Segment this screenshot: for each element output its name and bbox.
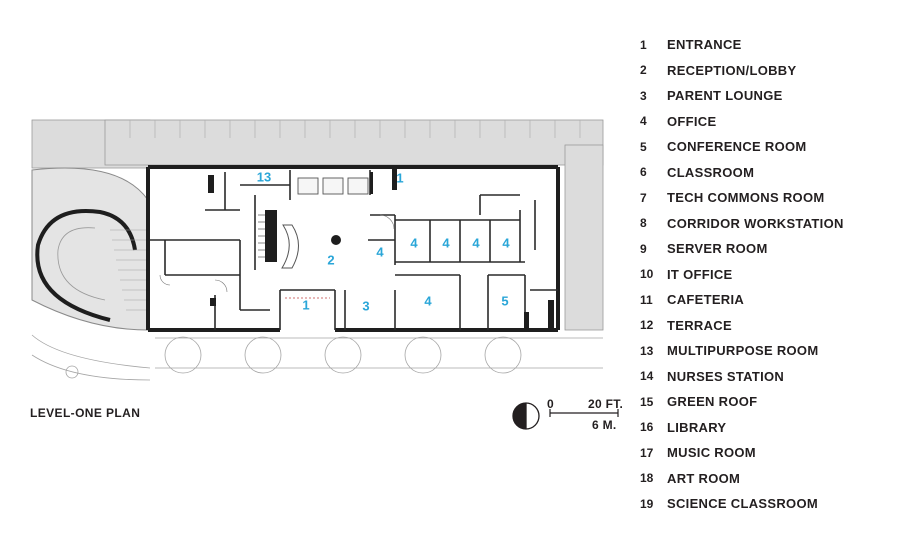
neighbor-building-right <box>564 144 604 331</box>
room-label-entrance-bottom: 1 <box>302 297 309 312</box>
legend-label: RECEPTION/LOBBY <box>667 62 797 78</box>
legend-label: CAFETERIA <box>667 292 745 308</box>
legend-label: TECH COMMONS ROOM <box>667 190 825 206</box>
room-label-office-e: 4 <box>502 235 510 250</box>
floor-plan: 13 1 2 4 4 4 4 4 4 1 3 5 LEVEL-ONE PLAN … <box>30 119 623 432</box>
lobby-column <box>331 235 341 245</box>
legend-number: 17 <box>640 445 654 460</box>
legend-number: 18 <box>640 471 654 486</box>
legend-number: 14 <box>640 369 654 384</box>
curved-inner-line <box>57 227 106 301</box>
legend-label: MULTIPURPOSE ROOM <box>667 343 819 359</box>
room-label-parent-lounge: 3 <box>362 298 369 313</box>
legend: 1 ENTRANCE 2 RECEPTION/LOBBY 3 PARENT LOUNGE 4… <box>640 32 890 517</box>
legend-item: 6 CLASSROOM <box>640 160 890 186</box>
legend-item: 4 OFFICE <box>640 109 890 135</box>
scale-feet: 20 FT. <box>588 397 624 411</box>
legend-number: 8 <box>640 216 647 231</box>
room-label-office-d: 4 <box>472 235 480 250</box>
room-label-office-b: 4 <box>410 235 418 250</box>
legend-number: 1 <box>640 37 647 52</box>
legend-item: 1 ENTRANCE <box>640 32 890 58</box>
legend-label: OFFICE <box>667 113 717 129</box>
room-label-office-f: 4 <box>424 293 432 308</box>
legend-number: 16 <box>640 420 654 435</box>
legend-number: 19 <box>640 496 654 511</box>
room-label-entrance-top: 1 <box>396 170 403 185</box>
legend-item: 15 GREEN ROOF <box>640 389 890 415</box>
scale-zero: 0 <box>547 397 554 411</box>
curved-structure <box>31 167 149 331</box>
fixtures <box>297 177 369 195</box>
room-labels: 13 1 2 4 4 4 4 4 4 1 3 5 <box>257 169 511 313</box>
legend-label: ENTRANCE <box>667 37 742 53</box>
legend-item: 10 IT OFFICE <box>640 262 890 288</box>
reception-desk <box>281 224 299 269</box>
legend-number: 5 <box>640 139 647 154</box>
legend-label: ART ROOM <box>667 470 741 486</box>
wall-blocks <box>208 168 554 330</box>
legend-number: 6 <box>640 165 647 180</box>
legend-label: CONFERENCE ROOM <box>667 139 807 155</box>
legend-label: TERRACE <box>667 317 732 333</box>
stair-lines <box>258 214 265 258</box>
legend-number: 15 <box>640 394 654 409</box>
legend-label: LIBRARY <box>667 419 727 435</box>
legend-item: 18 ART ROOM <box>640 466 890 492</box>
room-label-office-a: 4 <box>376 244 384 259</box>
exterior-walls <box>146 165 560 332</box>
legend-item: 19 SCIENCE CLASSROOM <box>640 491 890 517</box>
legend-item: 12 TERRACE <box>640 313 890 339</box>
legend-label: NURSES STATION <box>667 368 785 384</box>
door-swings <box>159 214 395 293</box>
interior-walls <box>150 170 558 330</box>
legend-item: 5 CONFERENCE ROOM <box>640 134 890 160</box>
scale-meters: 6 M. <box>592 418 617 432</box>
legend-item: 8 CORRIDOR WORKSTATION <box>640 211 890 237</box>
street <box>31 334 603 381</box>
legend-number: 12 <box>640 318 654 333</box>
legend-number: 9 <box>640 241 647 256</box>
legend-item: 17 MUSIC ROOM <box>640 440 890 466</box>
legend-item: 3 PARENT LOUNGE <box>640 83 890 109</box>
legend-label: IT OFFICE <box>667 266 733 282</box>
legend-number: 3 <box>640 88 647 103</box>
room-label-multipurpose: 13 <box>257 169 271 184</box>
legend-item: 9 SERVER ROOM <box>640 236 890 262</box>
legend-item: 16 LIBRARY <box>640 415 890 441</box>
scale-bar: 0 20 FT. 6 M. <box>510 396 630 436</box>
legend-item: 13 MULTIPURPOSE ROOM <box>640 338 890 364</box>
legend-item: 7 TECH COMMONS ROOM <box>640 185 890 211</box>
legend-label: CLASSROOM <box>667 164 755 180</box>
legend-number: 11 <box>640 292 653 307</box>
room-label-office-c: 4 <box>442 235 450 250</box>
room-label-lobby: 2 <box>327 252 334 267</box>
legend-item: 11 CAFETERIA <box>640 287 890 313</box>
plan-title: LEVEL-ONE PLAN <box>30 406 141 420</box>
floor-plan-drawing: 13 1 2 4 4 4 4 4 4 1 3 5 <box>31 119 604 381</box>
legend-label: GREEN ROOF <box>667 394 758 410</box>
neighbor-building-top <box>104 119 604 166</box>
legend-label: SCIENCE CLASSROOM <box>667 496 819 512</box>
legend-label: MUSIC ROOM <box>667 445 756 461</box>
legend-number: 2 <box>640 63 647 78</box>
north-arrow-and-bar <box>512 402 619 430</box>
legend-number: 4 <box>640 114 647 129</box>
legend-label: SERVER ROOM <box>667 241 768 257</box>
legend-item: 2 RECEPTION/LOBBY <box>640 58 890 84</box>
legend-number: 10 <box>640 267 654 282</box>
legend-item: 14 NURSES STATION <box>640 364 890 390</box>
neighbor-windows <box>129 120 581 138</box>
curved-wall <box>35 209 137 322</box>
legend-label: CORRIDOR WORKSTATION <box>667 215 844 231</box>
legend-number: 13 <box>640 343 654 358</box>
legend-number: 7 <box>640 190 647 205</box>
room-label-conference: 5 <box>501 293 508 308</box>
legend-label: PARENT LOUNGE <box>667 88 783 104</box>
curved-stair-lines <box>110 229 148 311</box>
